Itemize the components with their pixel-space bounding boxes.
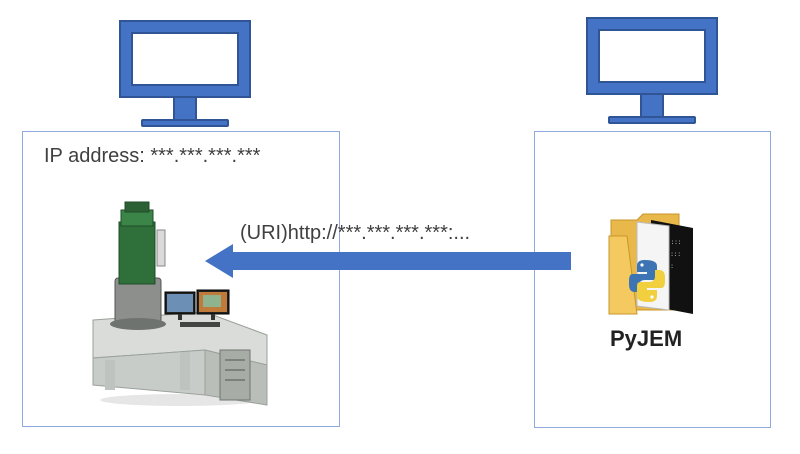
right-monitor-screen: [586, 17, 718, 95]
left-monitor-screen: [119, 20, 251, 98]
request-arrow: [205, 244, 571, 278]
svg-text::::::: :::::: [663, 251, 681, 258]
request-arrow-head: [205, 244, 233, 278]
right-monitor-icon: [586, 17, 718, 127]
python-folder-icon: :::: ::::: :::: [608, 213, 693, 315]
left-monitor-neck: [173, 98, 197, 120]
pyjem-label: PyJEM: [610, 326, 683, 351]
request-arrow-shaft: [229, 252, 571, 270]
right-monitor-neck: [640, 95, 664, 117]
left-monitor-icon: [119, 20, 251, 130]
svg-text:::::: ::::: [667, 239, 681, 246]
left-monitor-base: [141, 119, 229, 127]
ip-address-label: IP address: ***.***.***.***: [44, 145, 261, 167]
right-monitor-base: [608, 116, 696, 124]
electron-microscope-icon: [92, 201, 268, 406]
uri-label: (URI)http://***.***.***.***:...: [240, 222, 471, 244]
